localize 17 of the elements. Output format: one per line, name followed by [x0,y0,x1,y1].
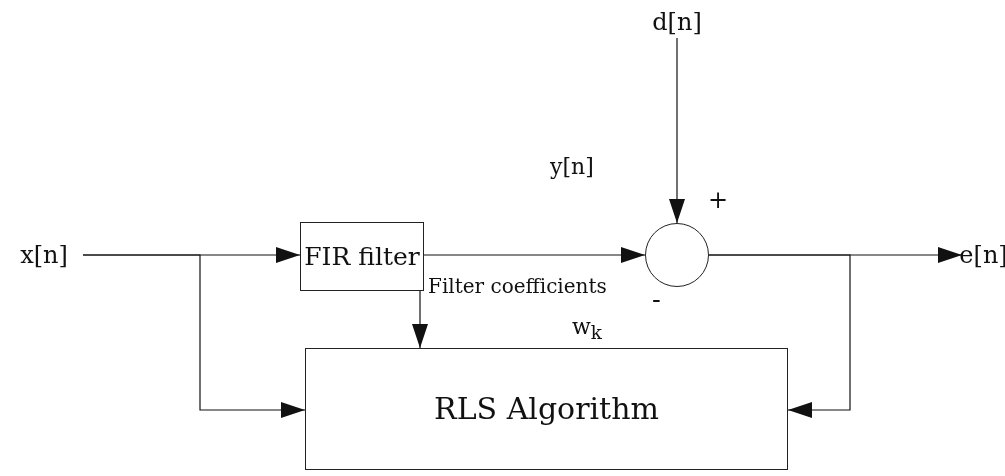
arrow [82,254,306,418]
box-label: RLS Algorithm [434,390,659,428]
signal-label: d[n] [648,6,706,38]
arrow [412,290,428,349]
process-box [300,222,424,291]
arrow [708,254,851,418]
process-box [305,348,788,470]
sign-label: + [708,188,729,212]
box-label: FIR filter [304,240,420,273]
weight-label: w$_{k}$ [572,316,602,343]
edge-label: y[n] [550,156,594,178]
edge-label: Filter coefficients [428,276,607,296]
arrow [423,247,646,263]
sign-label: - [652,286,661,312]
arrow [669,37,685,224]
signal-label: x[n] [5,238,83,272]
signal-label: e[n] [962,238,1005,272]
